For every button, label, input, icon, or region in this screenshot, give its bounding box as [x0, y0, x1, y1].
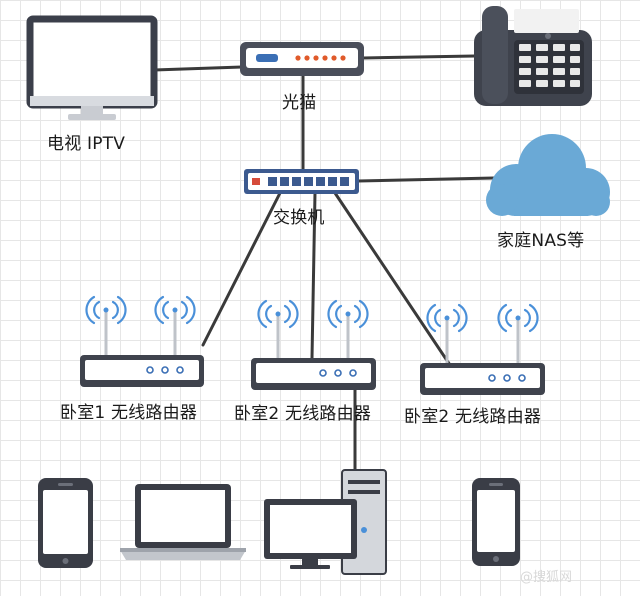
wireless-router-1-icon — [80, 295, 204, 387]
link-switch-router2 — [310, 191, 317, 360]
link-switch-router1 — [201, 191, 282, 347]
link-switch-router3 — [333, 191, 452, 367]
desktop-computer-icon — [264, 469, 387, 575]
link-modem-phone — [361, 54, 477, 60]
telephone-icon — [474, 6, 592, 106]
wireless-router-2-icon — [251, 299, 376, 390]
smartphone-icon — [38, 478, 93, 568]
connection-lines — [152, 54, 496, 480]
switch-label: 交换机 — [273, 208, 325, 228]
tv-icon — [26, 15, 158, 120]
tv-label: 电视 IPTV — [47, 134, 126, 154]
router1-label: 卧室1 无线路由器 — [60, 403, 198, 423]
network-switch-icon — [244, 169, 359, 194]
nas-label: 家庭NAS等 — [497, 231, 585, 251]
laptop-icon — [120, 484, 246, 560]
router3-label: 卧室2 无线路由器 — [404, 407, 542, 427]
optical-modem-icon — [240, 42, 364, 76]
modem-label: 光猫 — [282, 93, 317, 113]
wireless-router-3-icon — [420, 303, 545, 395]
cloud-nas-icon — [486, 134, 610, 216]
link-tv-modem — [152, 65, 244, 72]
smartphone-icon — [472, 478, 520, 566]
watermark: @搜狐网 — [520, 570, 573, 585]
router2-label: 卧室2 无线路由器 — [234, 404, 372, 424]
link-switch-nas — [356, 176, 496, 183]
